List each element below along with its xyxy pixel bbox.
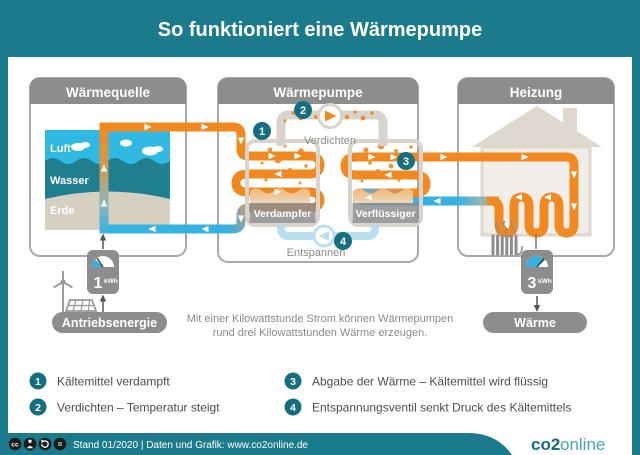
footer: cc = Stand 01/2020 | Daten und Grafik: w… — [0, 433, 605, 455]
cc-license-icons: cc = — [8, 437, 67, 451]
condenser-label: Verflüssiger — [355, 208, 415, 220]
input-meter: 1 kWh — [87, 233, 119, 312]
vessel-label-bands: Verdampfer Verflüssiger — [249, 203, 419, 223]
gauge-fill — [526, 256, 546, 267]
drive-energy-label: Antriebsenergie — [62, 316, 157, 330]
legend-text-4: Entspannungsventil senkt Druck des Kälte… — [312, 401, 571, 415]
caption-line2: rund drei Kilowattstunden Wärme erzeugen… — [213, 327, 428, 339]
evaporator-label: Verdampfer — [254, 208, 312, 220]
solar-panel-icon — [64, 299, 98, 312]
right-frame-strip — [632, 57, 640, 455]
cloud-icon — [71, 139, 163, 156]
footer-bar — [0, 433, 512, 455]
page-title: So funktioniert eine Wärmepumpe — [158, 19, 482, 41]
box-source-header — [30, 78, 186, 104]
legend-item-4: 4 Entspannungsventil senkt Druck des Käl… — [284, 398, 571, 416]
cc-by-icon — [26, 439, 34, 449]
heat-label: Wärme — [514, 316, 556, 330]
compressor-circuit: Verdichten — [276, 103, 388, 147]
input-meter-unit: kWh — [104, 278, 118, 285]
legend-item-1: 1 Kältemittel verdampft — [29, 372, 170, 390]
caption: Mit einer Kilowattstunde Strom können Wä… — [187, 313, 454, 339]
legend-item-2: 2 Verdichten – Temperatur steigt — [29, 398, 220, 416]
footer-info: Stand 01/2020 | Daten und Grafik: www.co… — [73, 440, 308, 451]
legend-text-2: Verdichten – Temperatur steigt — [57, 401, 220, 415]
box-heating-title: Heizung — [510, 85, 563, 100]
flow-arrows — [100, 123, 578, 233]
cc-icon: cc — [11, 442, 19, 449]
drive-energy-pill: Antriebsenergie — [52, 312, 167, 333]
left-frame-strip — [0, 57, 8, 455]
svg-text:1: 1 — [35, 376, 41, 388]
expansion-valve-icon — [312, 224, 336, 248]
cc-nd-icon: = — [58, 440, 63, 449]
svg-text:3: 3 — [290, 376, 296, 388]
wind-turbine-icon — [52, 271, 74, 312]
logo-online: online — [560, 435, 605, 454]
compress-label: Verdichten — [304, 135, 356, 147]
label-water: Wasser — [50, 175, 89, 187]
badge-2: 2 — [294, 101, 312, 119]
svg-text:2: 2 — [35, 402, 41, 414]
box-pump-title: Wärmepumpe — [273, 85, 363, 100]
output-meter: 3 kWh — [521, 234, 553, 312]
badge-1: 1 — [253, 122, 271, 140]
box-heating-header — [458, 78, 614, 104]
title-bar — [0, 0, 640, 57]
box-pump-header — [218, 78, 418, 104]
svg-text:3: 3 — [403, 156, 409, 168]
label-air: Luft — [50, 143, 71, 155]
cc-sa-icon — [41, 439, 49, 448]
legend-text-1: Kältemittel verdampft — [57, 375, 170, 389]
caption-line1: Mit einer Kilowattstunde Strom können Wä… — [187, 313, 454, 325]
svg-text:4: 4 — [340, 236, 347, 248]
output-meter-value: 3 — [528, 275, 537, 292]
input-meter-value: 1 — [94, 275, 103, 292]
badge-4: 4 — [334, 232, 352, 250]
compressor-icon — [317, 103, 343, 129]
label-earth: Erde — [50, 205, 74, 217]
condenser-liquid — [353, 188, 413, 203]
logo-co2: co2 — [531, 435, 560, 454]
output-meter-unit: kWh — [538, 278, 552, 285]
svg-text:2: 2 — [300, 105, 306, 117]
evaporator-liquid — [250, 188, 310, 203]
legend-text-3: Abgabe der Wärme – Kältemittel wird flüs… — [312, 375, 548, 389]
legend: 1 Kältemittel verdampft 2 Verdichten – T… — [29, 372, 571, 416]
diagram-badges: 1 2 3 4 — [253, 101, 415, 250]
legend-item-3: 3 Abgabe der Wärme – Kältemittel wird fl… — [284, 372, 548, 390]
svg-text:4: 4 — [290, 402, 296, 414]
radiator-icon — [491, 220, 523, 256]
expand-label: Entspannen — [287, 247, 346, 259]
badge-3: 3 — [397, 152, 415, 170]
gauge-fill — [91, 259, 103, 267]
expansion-circuit: Entspannen — [277, 224, 379, 259]
heat-pill: Wärme — [483, 312, 587, 333]
box-source-title: Wärmequelle — [66, 85, 151, 100]
svg-text:1: 1 — [259, 126, 265, 138]
co2online-logo: co2 online — [531, 435, 605, 454]
heating-supply-pipe — [340, 152, 579, 238]
